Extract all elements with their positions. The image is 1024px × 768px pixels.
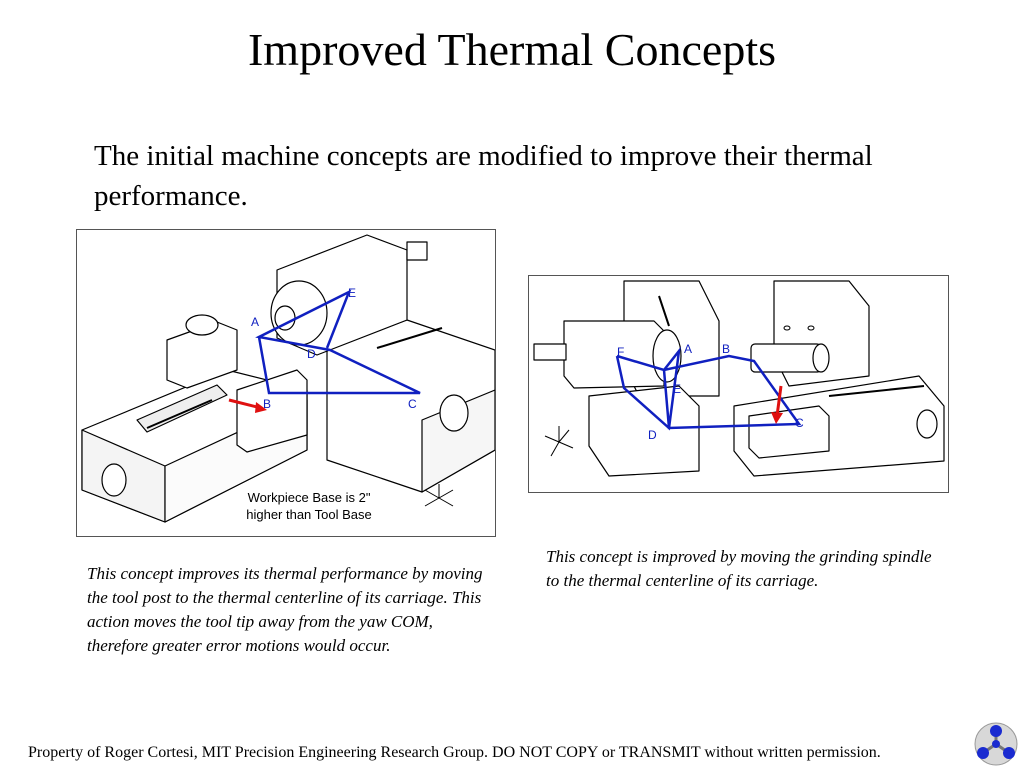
force-arrow bbox=[775, 385, 783, 417]
coordinate-axes-icon bbox=[544, 426, 574, 457]
structural-loop-path bbox=[615, 346, 802, 431]
coordinate-axes-icon bbox=[424, 484, 454, 507]
workpiece-carriage bbox=[748, 405, 830, 459]
figure-left-machine-concept: A B C D E Workpiece Base is 2" higher th… bbox=[76, 229, 496, 537]
label-d: D bbox=[307, 347, 316, 361]
machine-drawing-right: A B C D E F bbox=[533, 280, 945, 477]
label-a: A bbox=[251, 315, 259, 329]
label-c: C bbox=[408, 397, 417, 411]
label-d: D bbox=[648, 428, 657, 442]
figure-right-machine-concept: A B C D E F bbox=[528, 275, 949, 493]
base-height-note-line1: Workpiece Base is 2" bbox=[248, 490, 371, 505]
label-b: B bbox=[263, 397, 271, 411]
intro-text: The initial machine concepts are modifie… bbox=[94, 140, 873, 212]
mit-pergatory-logo-icon bbox=[974, 722, 1018, 766]
bearing-hole bbox=[101, 463, 127, 497]
slide-title: Improved Thermal Concepts bbox=[247, 24, 776, 75]
base-height-note-line2: higher than Tool Base bbox=[246, 507, 372, 522]
label-e: E bbox=[348, 286, 356, 300]
caption-right: This concept is improved by moving the g… bbox=[546, 547, 932, 590]
copyright-footer: Property of Roger Cortesi, MIT Precision… bbox=[28, 744, 881, 761]
tool-carriage bbox=[236, 369, 308, 453]
grinding-spindle-housing bbox=[563, 320, 665, 389]
label-c: C bbox=[795, 416, 804, 430]
label-e: E bbox=[673, 382, 681, 396]
machine-drawing-left: A B C D E Workpiece Base is 2" higher th… bbox=[81, 234, 495, 523]
label-b: B bbox=[722, 342, 730, 356]
label-a: A bbox=[684, 342, 692, 356]
grinder-base bbox=[588, 385, 700, 477]
structural-loop-path bbox=[255, 289, 421, 395]
label-f: F bbox=[617, 345, 624, 359]
caption-left: This concept improves its thermal perfor… bbox=[87, 564, 483, 655]
